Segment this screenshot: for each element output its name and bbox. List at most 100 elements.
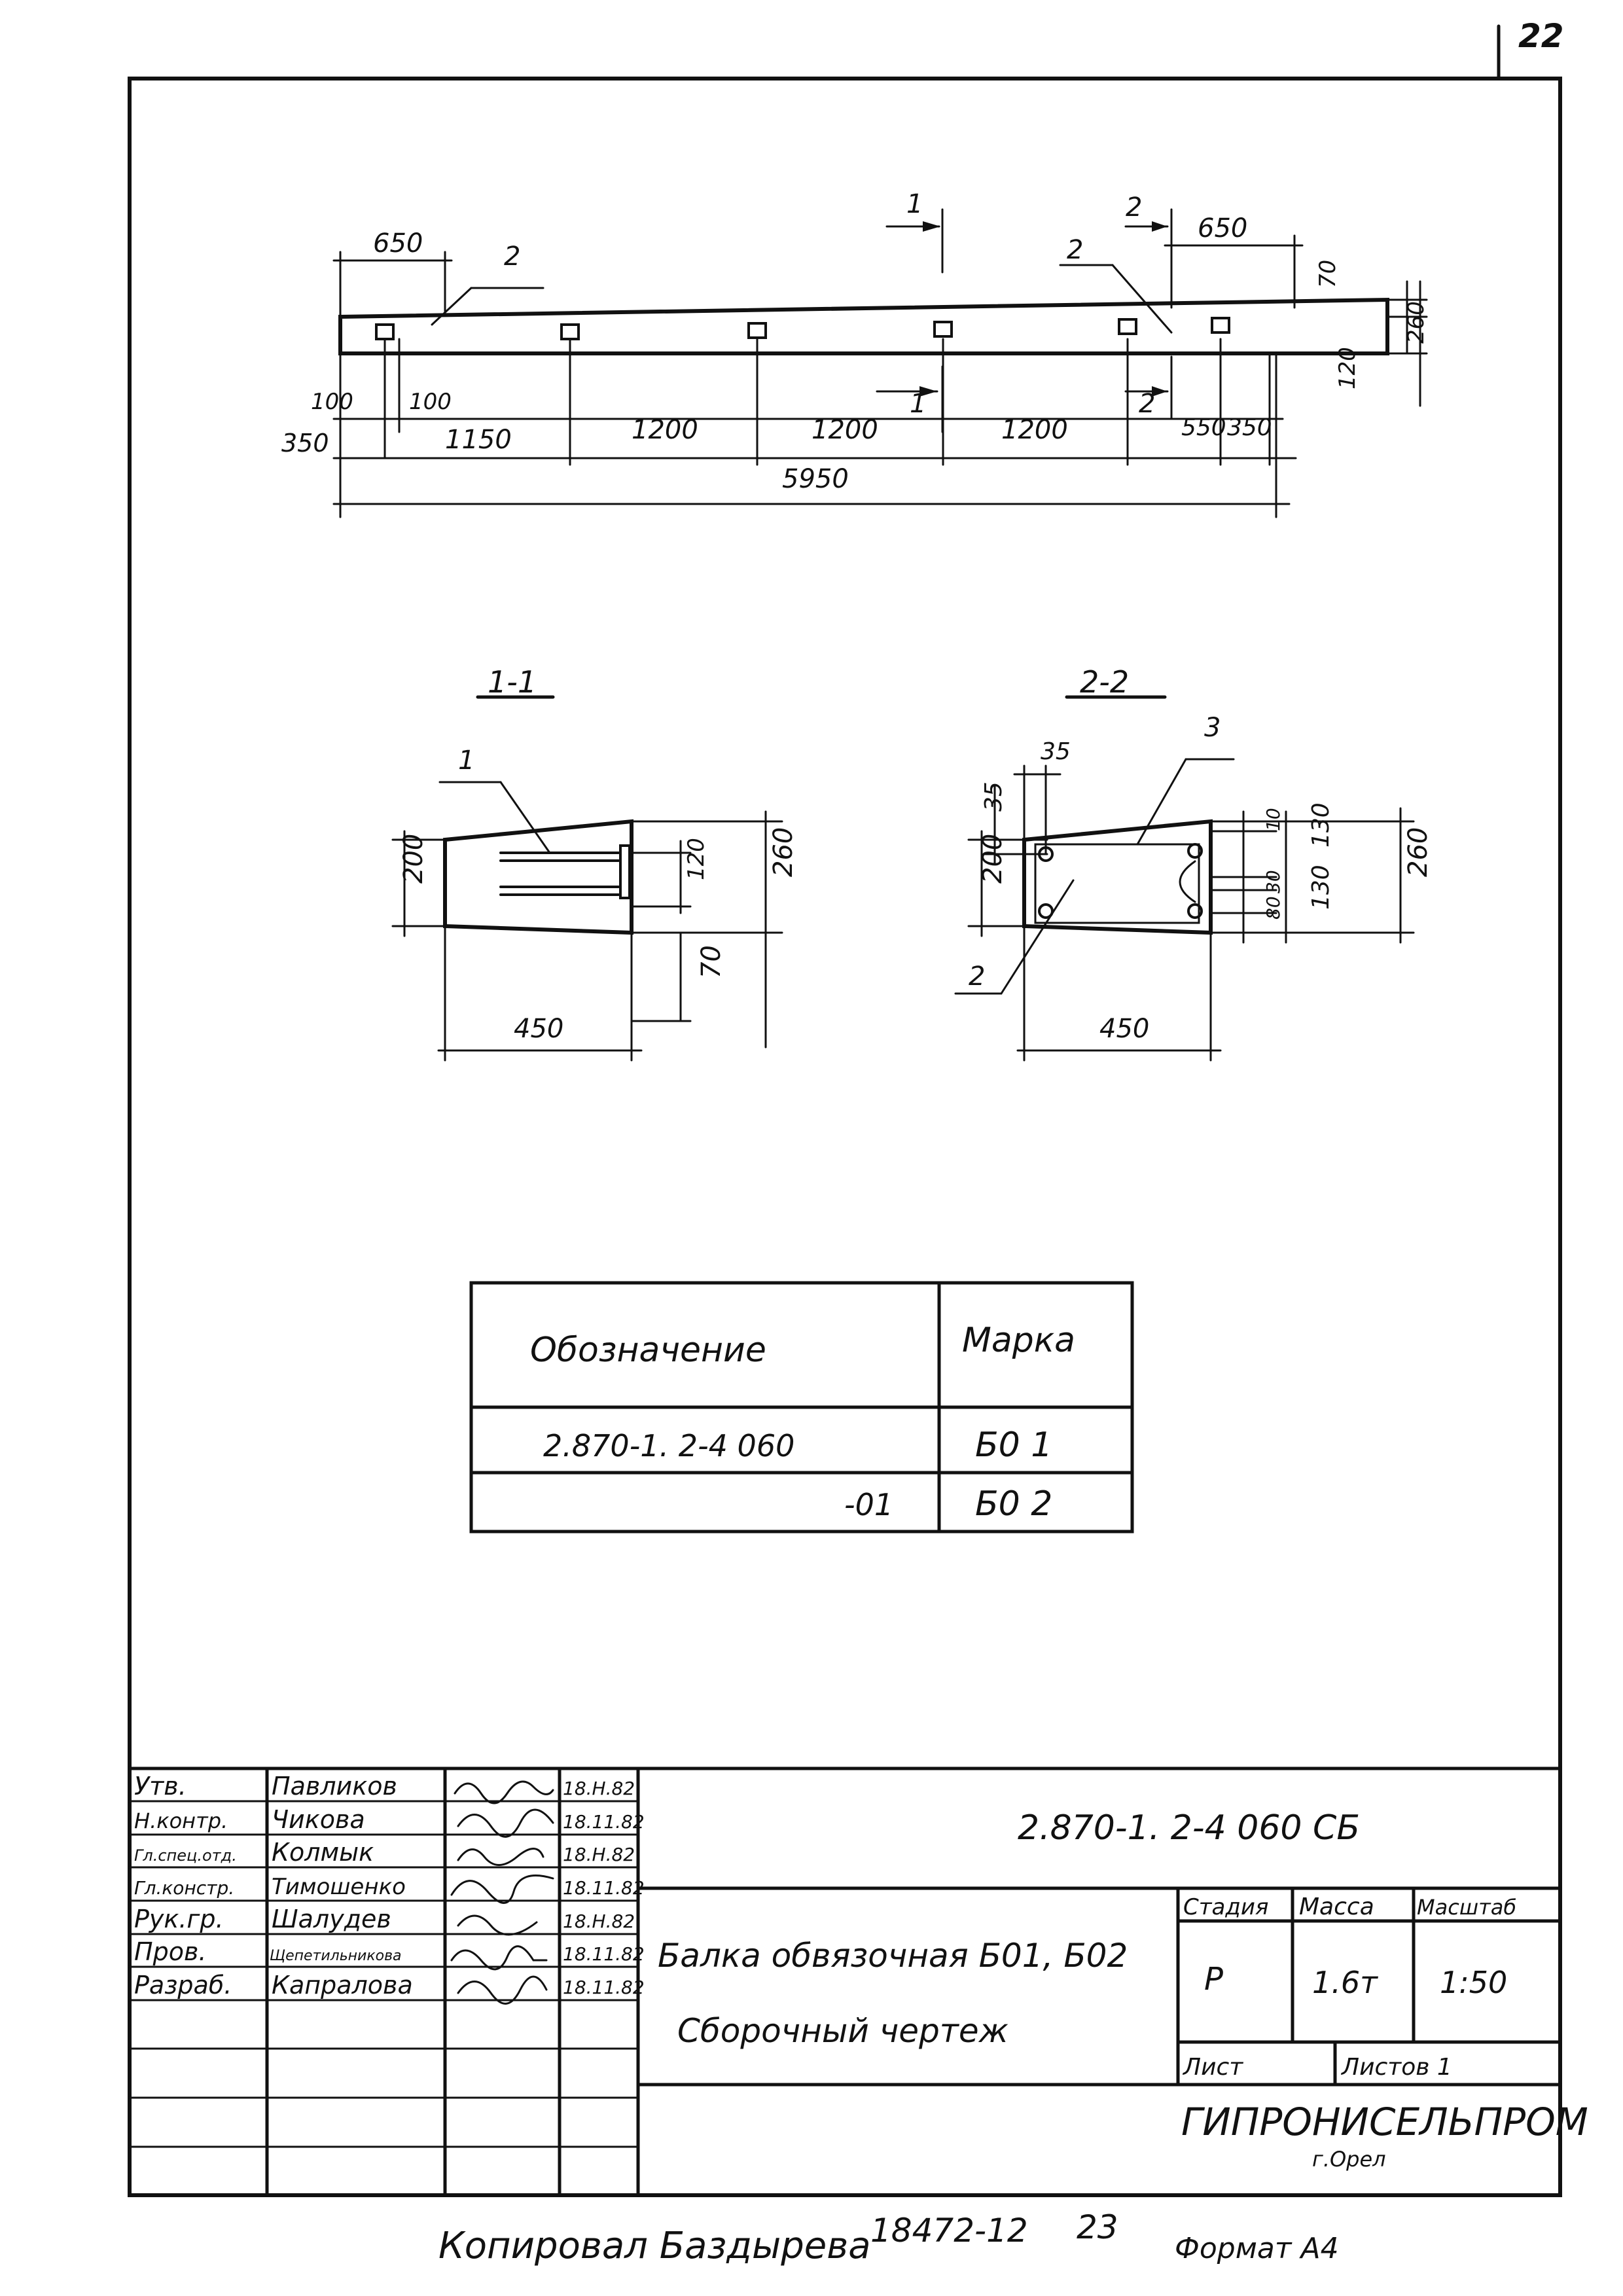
date-2: 18.Н.82	[563, 1844, 635, 1865]
sheet-number: 22	[1518, 17, 1564, 55]
spec-table: Обозначение Марка 2.870-1. 2-4 060 Б0 1 …	[530, 1321, 1075, 1524]
dim-100-left: 100	[311, 389, 353, 415]
spec-header-mark: Марка	[962, 1321, 1075, 1360]
footer: Копировал Баздырева 18472-12 23 Формат А…	[438, 2208, 1339, 2267]
doc-number: 18472-12	[870, 2212, 1028, 2250]
sec11-dim-70: 70	[696, 945, 726, 978]
dim-top-right: 650	[1198, 213, 1247, 243]
sec22-pos-2: 2	[969, 961, 985, 992]
sec-mark-2-bottom: 2	[1139, 389, 1155, 419]
name-3: Тимошенко	[272, 1874, 406, 1900]
role-6: Разраб.	[134, 1971, 232, 2000]
role-2: Гл.спец.отд.	[134, 1846, 237, 1865]
spec-row-1-mark: Б0 1	[975, 1426, 1052, 1465]
sec22-dim-80: 80	[1262, 896, 1284, 920]
dim-right-120: 120	[1334, 347, 1361, 389]
section-1-1-pos: 1	[458, 745, 474, 776]
sec22-dim-30: 30	[1262, 870, 1284, 893]
dim-550: 550	[1181, 414, 1226, 441]
dim-total: 5950	[782, 464, 849, 494]
sec11-dim-200: 200	[399, 834, 429, 884]
sec22-dim-35-left: 35	[980, 781, 1007, 812]
sec-mark-1-bottom: 1	[910, 389, 926, 419]
sheet-frame	[128, 77, 1562, 2197]
name-2: Колмык	[272, 1838, 374, 1867]
plan-dimension-labels: 22 650 650 2 2 1 1 2 2 100 100 550 350 3…	[281, 17, 1564, 494]
spec-row-2-designation: -01	[844, 1487, 893, 1522]
date-5: 18.11.82	[563, 1943, 645, 1965]
organization-city: г.Орел	[1312, 2147, 1386, 2172]
role-5: Пров.	[134, 1937, 206, 1966]
name-0: Павликов	[272, 1772, 397, 1801]
sec11-dim-260: 260	[768, 827, 798, 877]
sec11-dim-450: 450	[514, 1014, 563, 1044]
section-1-1-title: 1-1	[488, 664, 537, 700]
dim-350-left: 350	[281, 429, 329, 457]
beam-plan-view	[332, 208, 1428, 518]
spec-table-grid	[469, 1281, 1134, 1534]
span-1: 1150	[445, 425, 512, 455]
title-block-grid	[128, 1767, 1562, 2197]
sheets-label: Листов 1	[1340, 2054, 1452, 2081]
sec11-dim-120: 120	[683, 838, 709, 880]
sheet-label: Лист	[1182, 2054, 1243, 2081]
section-2-2-labels: 2-2 3 2 35 35 200 10 130 30 130 80 260 4…	[969, 664, 1433, 1044]
drawing-title: Балка обвязочная Б01, Б02	[658, 1937, 1128, 1975]
section-1-1-labels: 1-1 1 200 120 260 70 450	[399, 664, 798, 1044]
sec22-dim-35-top: 35	[1041, 738, 1071, 765]
name-6: Капралова	[272, 1971, 413, 2000]
section-2-2	[954, 695, 1415, 1062]
dim-right-70: 70	[1315, 260, 1341, 288]
span-4: 1200	[1001, 415, 1068, 445]
sec22-dim-450: 450	[1099, 1014, 1149, 1044]
pos-label-left: 2	[504, 242, 520, 272]
dim-100-right: 100	[409, 389, 452, 415]
span-2: 1200	[632, 415, 698, 445]
stage-label: Стадия	[1183, 1894, 1268, 1920]
plan-top-dims	[332, 208, 1428, 518]
dim-350-right: 350	[1227, 414, 1272, 441]
sec-mark-1-top: 1	[906, 189, 923, 219]
title-block-info: 2.870-1. 2-4 060 СБ Балка обвязочная Б01…	[658, 1808, 1588, 2172]
role-1: Н.контр.	[134, 1808, 228, 1833]
dim-top-left: 650	[373, 228, 423, 259]
drawing-subtitle: Сборочный чертеж	[677, 2012, 1008, 2050]
sec22-dim-130-bottom: 130	[1308, 865, 1334, 910]
mass-label: Масса	[1299, 1893, 1374, 1920]
sec22-pos-3: 3	[1204, 713, 1221, 743]
pos-label-right: 2	[1067, 235, 1083, 265]
scale-value: 1:50	[1440, 1965, 1507, 2000]
date-4: 18.Н.82	[563, 1910, 635, 1932]
sec22-dim-200: 200	[978, 834, 1008, 884]
spec-header-designation: Обозначение	[530, 1331, 766, 1370]
mass-value: 1.6т	[1312, 1965, 1378, 2000]
organization-name: ГИПРОНИСЕЛЬПРОМ	[1181, 2100, 1588, 2144]
section-2-2-title: 2-2	[1080, 664, 1129, 700]
title-block-people: Утв. Павликов 18.Н.82 Н.контр. Чикова 18…	[134, 1772, 645, 2000]
sec22-dim-130-top: 130	[1308, 802, 1334, 848]
dim-right-260: 260	[1403, 301, 1429, 344]
signature-scribbles	[450, 1780, 554, 2005]
date-3: 18.11.82	[563, 1877, 645, 1899]
name-4: Шалудев	[272, 1905, 391, 1933]
stage-value: Р	[1204, 1961, 1223, 1998]
name-5: Щепетильникова	[270, 1948, 402, 1964]
format-label: Формат А4	[1175, 2232, 1339, 2265]
copied-by: Копировал Баздырева	[438, 2225, 871, 2267]
date-6: 18.11.82	[563, 1977, 645, 1998]
section-1-1	[391, 695, 783, 1062]
section-arrows	[919, 221, 1168, 397]
date-1: 18.11.82	[563, 1811, 645, 1833]
sec22-dim-10: 10	[1262, 808, 1284, 831]
role-0: Утв.	[134, 1772, 187, 1801]
sec-mark-2-top: 2	[1126, 192, 1142, 223]
role-4: Рук.гр.	[134, 1905, 224, 1933]
span-3: 1200	[812, 415, 878, 445]
date-0: 18.Н.82	[563, 1778, 635, 1799]
role-3: Гл.констр.	[134, 1877, 234, 1899]
page-number: 23	[1077, 2208, 1118, 2246]
spec-row-2-mark: Б0 2	[975, 1484, 1052, 1524]
name-1: Чикова	[272, 1805, 365, 1834]
scale-label: Масштаб	[1417, 1895, 1516, 1920]
